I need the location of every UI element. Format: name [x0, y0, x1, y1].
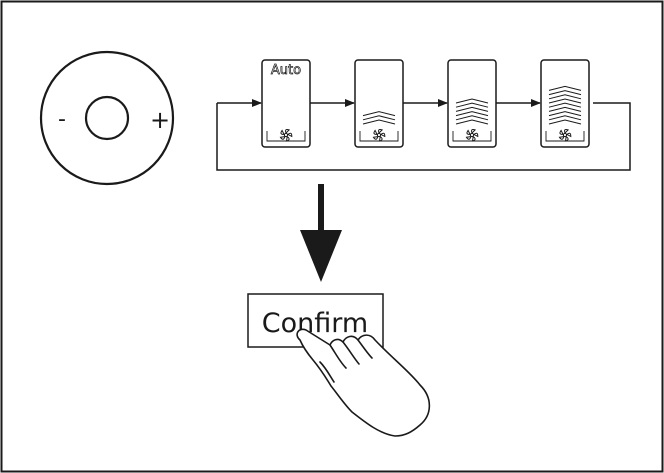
- speed-bar: [548, 106, 582, 112]
- speed-bar: [548, 85, 582, 91]
- speed-bar: [455, 106, 489, 112]
- confirm-label: Confirm: [262, 308, 368, 339]
- mode-cycle-loop: [216, 99, 631, 171]
- speed-bar: [548, 102, 582, 108]
- fan-icon: [558, 128, 572, 142]
- minus-label: -: [58, 107, 66, 132]
- fan-mode-card: [540, 59, 590, 148]
- fan-icon: [465, 128, 479, 142]
- speed-bar: [362, 119, 396, 125]
- loop-return-line: [216, 102, 631, 171]
- speed-bar: [455, 98, 489, 104]
- speed-bar: [548, 111, 582, 117]
- speed-bar: [455, 115, 489, 121]
- plus-label: +: [150, 106, 170, 134]
- speed-bar: [548, 90, 582, 96]
- mode-label: Auto: [271, 63, 301, 78]
- fan-icon: [279, 128, 293, 142]
- speed-bar: [362, 115, 396, 121]
- speed-bar: [362, 111, 396, 117]
- speed-bar: [548, 94, 582, 100]
- speed-bar: [455, 119, 489, 125]
- fan-icon: [372, 128, 386, 142]
- speed-bar: [548, 115, 582, 121]
- speed-bar: [548, 119, 582, 125]
- speed-bar: [548, 98, 582, 104]
- dial-center-button: [84, 95, 130, 141]
- fan-mode-cards: Auto: [261, 59, 590, 148]
- fan-mode-card: Auto: [261, 59, 311, 148]
- control-dial: - +: [39, 50, 175, 186]
- fan-mode-card: [354, 59, 404, 148]
- fan-mode-card: [447, 59, 497, 148]
- speed-bar: [455, 102, 489, 108]
- pressing-hand-icon: [296, 328, 431, 437]
- down-arrow: [300, 184, 342, 282]
- speed-bar: [455, 111, 489, 117]
- dial-outer-ring: [39, 50, 175, 186]
